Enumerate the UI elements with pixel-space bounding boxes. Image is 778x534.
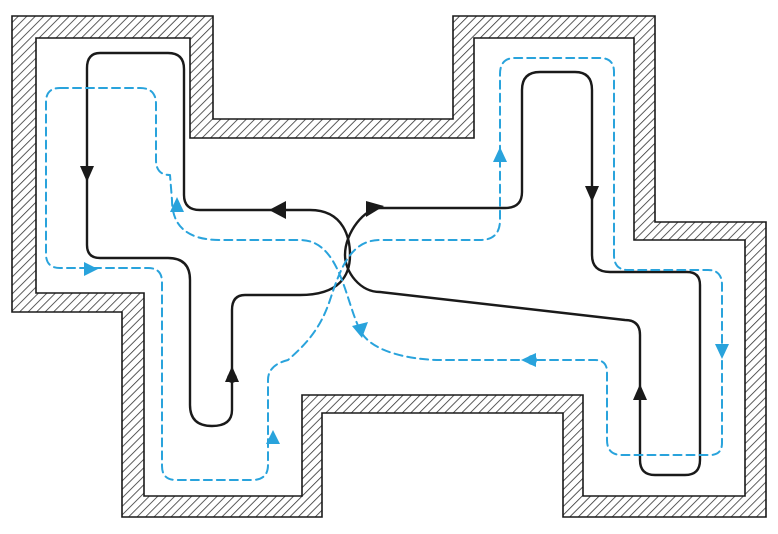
inner-wall-outline (35, 37, 746, 497)
dashed-arrow-up-top-right (493, 147, 507, 162)
solid-arrow-down-right (585, 186, 599, 202)
dashed-route-start-dot (527, 355, 537, 365)
dashed-arrow-up-left (170, 197, 184, 212)
dashed-arrow-up-bottom-left (266, 430, 280, 444)
solid-arrow-down-left (80, 166, 94, 182)
hatched-wall (12, 16, 766, 517)
solid-route-start-dot (227, 373, 237, 383)
dashed-route (45, 57, 723, 481)
dashed-arrow-right-left (84, 262, 98, 276)
dashed-arrow-right-center (352, 322, 368, 338)
dashed-arrow-down-right (715, 344, 729, 359)
solid-arrow-up-bottom-right (633, 384, 647, 400)
solid-arrow-left-center (269, 201, 286, 219)
solid-route (85, 51, 702, 477)
outer-wall-outline (11, 15, 767, 518)
solid-arrow-right-center (366, 201, 384, 217)
